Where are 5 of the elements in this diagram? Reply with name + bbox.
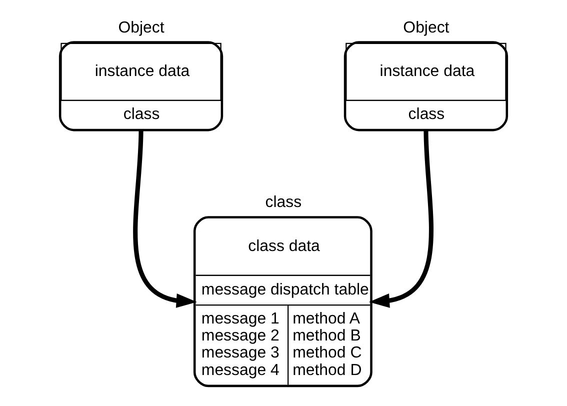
- arrow: [368, 130, 434, 308]
- node-label: Object: [403, 19, 450, 36]
- node-label: Object: [118, 19, 164, 36]
- node-label: class: [265, 194, 302, 212]
- arrow: [133, 130, 197, 308]
